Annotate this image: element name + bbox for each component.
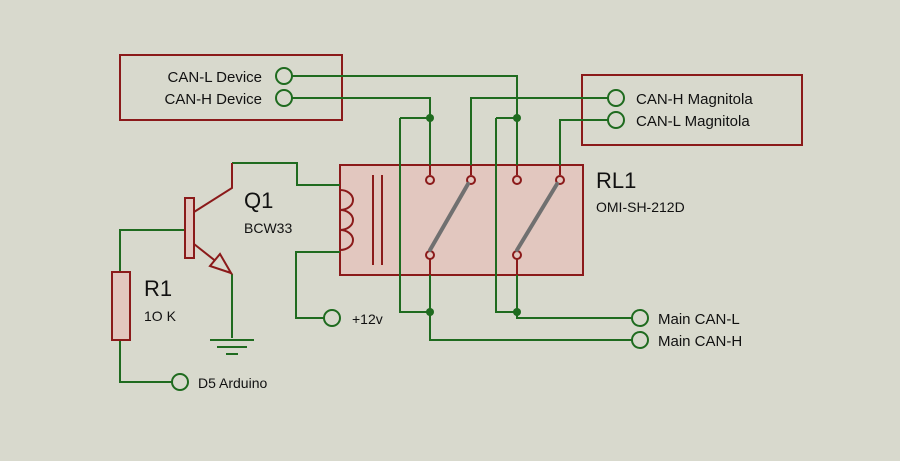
q1-ref: Q1 (244, 188, 273, 213)
terminal-main-can-h (631, 331, 649, 349)
terminal-can-l-device (275, 67, 293, 85)
terminals (171, 67, 649, 391)
label-can-l-device: CAN-L Device (168, 69, 262, 86)
terminal-can-h-device (275, 89, 293, 107)
terminal-main-can-l (631, 309, 649, 327)
label-can-l-magnitola: CAN-L Magnitola (636, 113, 750, 130)
terminal-can-h-magnitola (607, 89, 625, 107)
relay-body (339, 164, 584, 276)
label-can-h-device: CAN-H Device (164, 91, 262, 108)
label-main-can-h: Main CAN-H (658, 333, 742, 350)
ground-symbol (210, 339, 254, 355)
label-main-can-l: Main CAN-L (658, 311, 740, 328)
transistor-q1 (184, 163, 234, 275)
r1-value: 1O K (144, 308, 177, 324)
q1-value: BCW33 (244, 220, 292, 236)
terminal-arduino (171, 373, 189, 391)
wires (119, 75, 632, 383)
relay-switch-arms (428, 182, 559, 252)
rl1-ref: RL1 (596, 168, 636, 193)
rl1-value: OMI-SH-212D (596, 199, 685, 215)
label-can-h-magnitola: CAN-H Magnitola (636, 91, 753, 108)
device-connector-box (119, 54, 343, 121)
relay-contacts (425, 165, 565, 275)
terminal-supply (323, 309, 341, 327)
terminal-can-l-magnitola (607, 111, 625, 129)
junction-dots (426, 114, 521, 316)
r1-ref: R1 (144, 276, 172, 301)
magnitola-connector-box (581, 74, 803, 146)
label-supply: +12v (352, 311, 383, 327)
relay-coil (339, 175, 383, 265)
label-arduino-pin: D5 Arduino (198, 375, 267, 391)
resistor-r1 (111, 271, 131, 341)
